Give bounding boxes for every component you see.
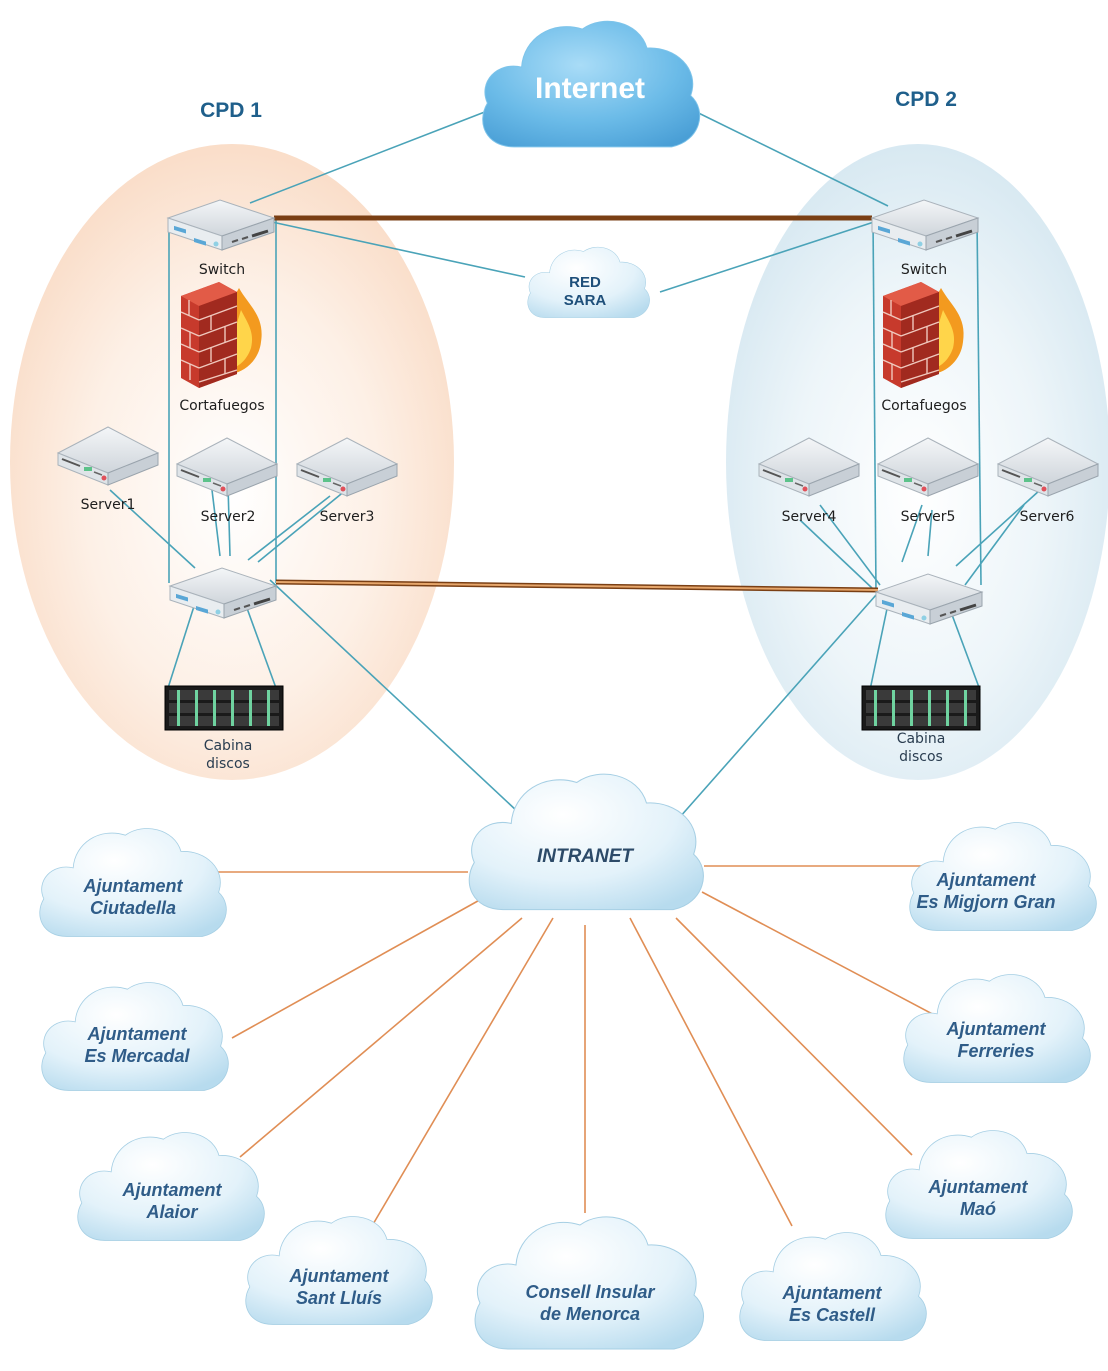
mao-line1: Ajuntament <box>928 1177 1029 1197</box>
es-mercadal-line2: Es Mercadal <box>84 1046 190 1066</box>
ajuntament-es-migjorn-gran: Ajuntament Es Migjorn Gran <box>909 822 1097 931</box>
cpd2-cabina-icon <box>861 685 981 731</box>
server4-label: Server4 <box>782 509 837 525</box>
internet-label: Internet <box>535 72 645 105</box>
cpd2-cabina-line1: Cabina <box>897 731 946 747</box>
trunk-links <box>274 215 879 593</box>
ajuntament-ciutadella: Ajuntament Ciutadella <box>39 828 227 937</box>
cpd2-switch-label: Switch <box>901 262 947 278</box>
cpd1-cabina-line2: discos <box>206 756 250 772</box>
alaior-line2: Alaior <box>145 1202 198 1222</box>
ajuntament-ferreries: Ajuntament Ferreries <box>903 974 1091 1083</box>
intranet-label: INTRANET <box>537 846 634 867</box>
cpd2-title: CPD 2 <box>895 88 957 111</box>
server2-label: Server2 <box>201 509 256 525</box>
es-migjorn-line1: Ajuntament <box>936 870 1037 890</box>
intranet-cloud: INTRANET <box>468 773 704 911</box>
cpd1-cabina-icon <box>164 685 284 731</box>
consell-line1: Consell Insular <box>525 1282 655 1302</box>
municipality-links <box>215 865 941 1227</box>
sant-lluis-line1: Ajuntament <box>289 1266 390 1286</box>
ajuntament-sant-lluis: Ajuntament Sant Lluís <box>245 1216 433 1325</box>
alaior-line1: Ajuntament <box>122 1180 223 1200</box>
server3-label: Server3 <box>320 509 375 525</box>
es-castell-line2: Es Castell <box>789 1305 876 1325</box>
internet-cloud: Internet <box>482 20 701 148</box>
server6-label: Server6 <box>1020 509 1075 525</box>
consell-insular-menorca: Consell Insular de Menorca <box>474 1216 705 1350</box>
ciutadella-line1: Ajuntament <box>83 876 184 896</box>
sant-lluis-line2: Sant Lluís <box>296 1288 382 1308</box>
cpd1-cabina-line1: Cabina <box>204 738 253 754</box>
ajuntament-es-mercadal: Ajuntament Es Mercadal <box>41 982 229 1091</box>
red-sara-line2: SARA <box>564 292 607 309</box>
ajuntament-alaior: Ajuntament Alaior <box>77 1132 265 1241</box>
ajuntament-mao: Ajuntament Maó <box>885 1130 1073 1239</box>
red-sara-cloud: RED SARA <box>527 246 650 318</box>
ferreries-line2: Ferreries <box>957 1041 1034 1061</box>
ciutadella-line2: Ciutadella <box>90 898 176 918</box>
red-sara-line1: RED <box>569 274 601 291</box>
teal-links <box>109 99 1041 827</box>
cpd1-switch-label: Switch <box>199 262 245 278</box>
cpd2-cabina-line2: discos <box>899 749 943 765</box>
ajuntament-es-castell: Ajuntament Es Castell <box>739 1232 927 1341</box>
es-mercadal-line1: Ajuntament <box>87 1024 188 1044</box>
ferreries-line1: Ajuntament <box>946 1019 1047 1039</box>
server5-label: Server5 <box>901 509 956 525</box>
cpd2-firewall-label: Cortafuegos <box>881 398 966 414</box>
mao-line2: Maó <box>960 1199 996 1219</box>
server1-label: Server1 <box>81 497 136 513</box>
cpd1-firewall-label: Cortafuegos <box>179 398 264 414</box>
consell-line2: de Menorca <box>540 1304 640 1324</box>
cpd1-title: CPD 1 <box>200 99 262 122</box>
es-castell-line1: Ajuntament <box>782 1283 883 1303</box>
es-migjorn-line2: Es Migjorn Gran <box>916 892 1055 912</box>
